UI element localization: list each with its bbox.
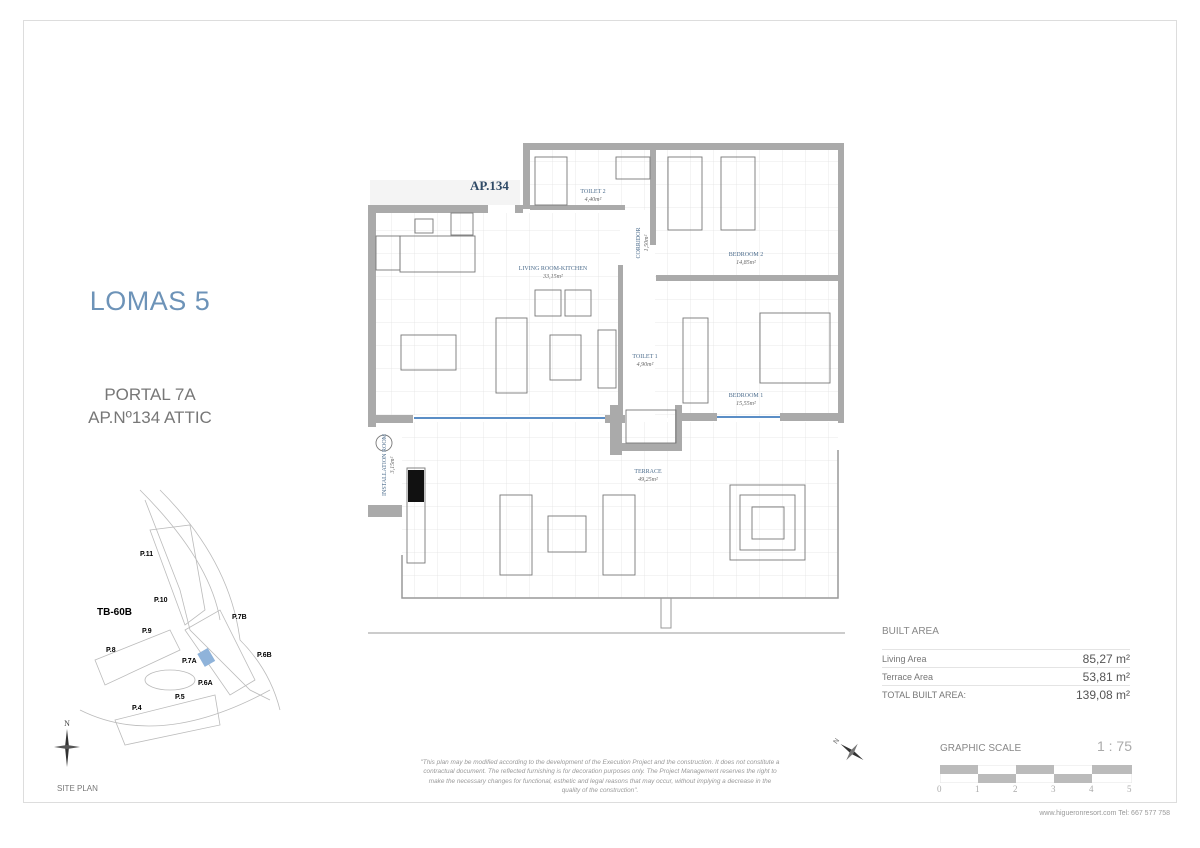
row-label: Living Area bbox=[882, 654, 927, 664]
room-name: TERRACE bbox=[634, 469, 662, 475]
compass-icon: N bbox=[833, 737, 864, 761]
walls bbox=[368, 143, 844, 517]
room-name: LIVING ROOM-KITCHEN bbox=[519, 266, 588, 272]
furniture bbox=[375, 156, 831, 576]
site-plan-title: SITE PLAN bbox=[57, 784, 98, 793]
project-title: LOMAS 5 bbox=[89, 286, 211, 316]
disclaimer: "This plan may be modified according to … bbox=[420, 759, 780, 795]
room-name: TOILET 2 bbox=[580, 189, 605, 195]
room-name: CORRIDOR bbox=[636, 227, 642, 258]
row-value: 139,08 m² bbox=[1075, 688, 1130, 702]
living-floor bbox=[376, 213, 620, 415]
room-area: 15,55m² bbox=[736, 401, 756, 407]
apartment-number: AP.134 bbox=[470, 178, 509, 193]
scale-bar bbox=[940, 765, 1132, 783]
site-label: P.10 bbox=[154, 597, 168, 604]
site-label: P.7A bbox=[182, 658, 197, 665]
built-area-heading: BUILT AREA bbox=[882, 626, 939, 637]
site-label: P.5 bbox=[175, 694, 185, 701]
site-plan-map: P.11 TB-60B P.10 P.9 P.8 P.7B P.7A P.6B … bbox=[54, 489, 281, 767]
scale-ratio: 1 : 75 bbox=[1096, 738, 1132, 754]
room-area: 14,85m² bbox=[736, 259, 756, 266]
scale-tick: 4 bbox=[1089, 784, 1094, 794]
row-label: Terrace Area bbox=[882, 672, 934, 682]
site-label: P.9 bbox=[142, 628, 152, 635]
built-area-row: Terrace Area 53,81 m² bbox=[882, 667, 1130, 686]
svg-text:N: N bbox=[64, 719, 70, 728]
svg-text:N: N bbox=[833, 737, 842, 745]
room-area: 4,40m² bbox=[585, 196, 602, 203]
north-arrow-icon: N bbox=[54, 719, 80, 767]
site-label: P.6B bbox=[257, 652, 272, 659]
bedroom-floor bbox=[655, 150, 838, 418]
room-area: 1,50m² bbox=[644, 234, 650, 251]
built-area-row: TOTAL BUILT AREA: 139,08 m² bbox=[882, 685, 1130, 704]
footer-contact: www.higueronresort.com Tel: 667 577 758 bbox=[1039, 810, 1170, 817]
apartment-label: AP.Nº134 ATTIC bbox=[88, 408, 212, 427]
windows bbox=[414, 416, 780, 419]
room-area: 4,90m² bbox=[637, 361, 654, 368]
site-label: TB-60B bbox=[97, 607, 132, 618]
portal-label: PORTAL 7A bbox=[104, 385, 196, 404]
room-area: 33,15m² bbox=[542, 274, 563, 280]
room-name: INSTALLATION ROOM bbox=[382, 433, 388, 496]
site-label: P.7B bbox=[232, 614, 247, 621]
site-label: P.4 bbox=[132, 705, 142, 712]
row-value: 85,27 m² bbox=[1082, 652, 1130, 666]
row-label: TOTAL BUILT AREA: bbox=[882, 690, 967, 700]
graphic-scale-label: GRAPHIC SCALE bbox=[940, 743, 1022, 754]
room-area: 3,15m² bbox=[390, 456, 396, 474]
scale-tick: 1 bbox=[975, 784, 980, 794]
built-area-row: Living Area 85,27 m² bbox=[882, 649, 1130, 668]
scale-tick: 5 bbox=[1127, 784, 1132, 794]
row-value: 53,81 m² bbox=[1082, 670, 1130, 684]
room-name: BEDROOM 2 bbox=[729, 252, 764, 258]
site-label: P.6A bbox=[198, 680, 213, 687]
room-name: TOILET 1 bbox=[632, 354, 657, 360]
room-name: BEDROOM 1 bbox=[729, 393, 764, 399]
scale-tick: 3 bbox=[1051, 784, 1056, 794]
room-area: 49,25m² bbox=[638, 476, 658, 483]
scale-tick: 2 bbox=[1013, 784, 1018, 794]
scale-tick: 0 bbox=[937, 784, 942, 794]
site-label: P.8 bbox=[106, 647, 116, 654]
page-frame bbox=[23, 20, 1177, 803]
site-label: P.11 bbox=[140, 551, 153, 558]
